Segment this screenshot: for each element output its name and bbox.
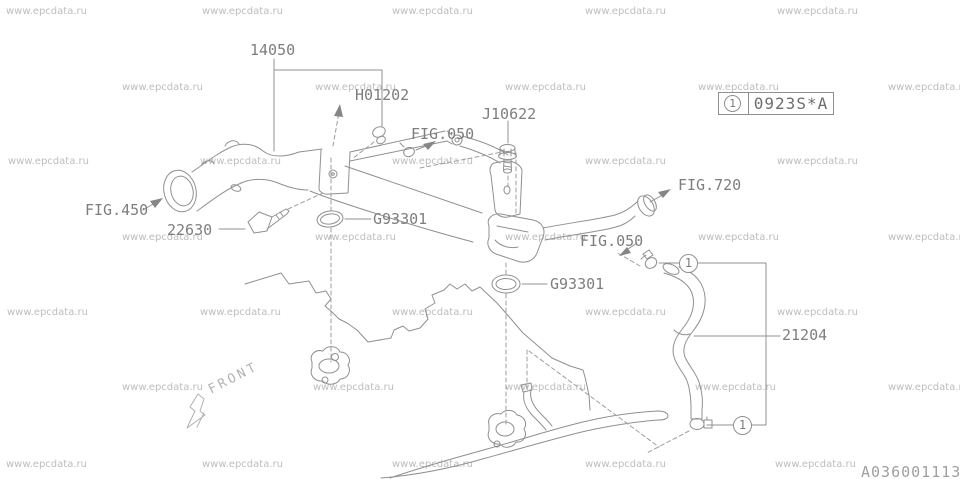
front-arrow — [186, 393, 206, 429]
ref-label-fig050-top: FIG.050 — [411, 125, 475, 143]
part-label-21204: 21204 — [782, 326, 828, 344]
watermark: www.epcdata.ru — [505, 232, 586, 243]
watermark: www.epcdata.ru — [122, 382, 203, 393]
watermark: www.epcdata.ru — [313, 382, 394, 393]
watermark: www.epcdata.ru — [698, 232, 779, 243]
watermark: www.epcdata.ru — [505, 82, 586, 93]
water-pipe-drawing — [163, 130, 657, 263]
watermark: www.epcdata.ru — [392, 156, 473, 167]
dashed-lines — [287, 111, 690, 454]
watermark: www.epcdata.ru — [6, 459, 87, 470]
watermark: www.epcdata.ru — [698, 82, 779, 93]
watermark: www.epcdata.ru — [585, 459, 666, 470]
ref-label-fig720: FIG.720 — [678, 176, 742, 194]
legend-ref-cell: 1 — [719, 93, 749, 114]
part-label-g93301-upper: G93301 — [373, 210, 428, 228]
watermark: www.epcdata.ru — [888, 232, 960, 243]
water-hose-drawing — [640, 249, 781, 430]
oring-upper-drawing — [316, 210, 372, 228]
part-label-g93301-lower: G93301 — [550, 275, 605, 293]
watermark: www.epcdata.ru — [122, 232, 203, 243]
oring-lower-drawing — [491, 274, 548, 294]
watermark: www.epcdata.ru — [888, 382, 960, 393]
watermark: www.epcdata.ru — [775, 459, 856, 470]
lower-hose-drawing — [380, 410, 669, 479]
watermark: www.epcdata.ru — [7, 307, 88, 318]
legend-ref-circle: 1 — [724, 95, 741, 112]
legend-box: 1 0923S*A — [718, 92, 834, 115]
watermark: www.epcdata.ru — [392, 307, 473, 318]
watermark: www.epcdata.ru — [202, 6, 283, 17]
watermark: www.epcdata.ru — [585, 6, 666, 17]
watermark: www.epcdata.ru — [777, 6, 858, 17]
flange-left-drawing — [310, 346, 350, 385]
watermark: www.epcdata.ru — [8, 156, 89, 167]
watermark: www.epcdata.ru — [315, 232, 396, 243]
watermark: www.epcdata.ru — [585, 156, 666, 167]
watermark: www.epcdata.ru — [200, 307, 281, 318]
watermark: www.epcdata.ru — [315, 82, 396, 93]
part-label-h01202: H01202 — [355, 86, 410, 104]
engine-outline — [244, 272, 591, 411]
thermo-unit-drawing — [218, 208, 290, 234]
clip-h01202-drawing — [372, 126, 386, 145]
callout-marker-top: 1 — [679, 254, 698, 273]
watermark: www.epcdata.ru — [695, 382, 776, 393]
part-label-14050: 14050 — [250, 41, 296, 59]
watermark: www.epcdata.ru — [200, 156, 281, 167]
legend-part-code: 0923S*A — [753, 94, 829, 113]
ref-label-fig450: FIG.450 — [85, 201, 149, 219]
bolt-j10622-drawing — [498, 120, 517, 174]
watermark: www.epcdata.ru — [777, 307, 858, 318]
watermark: www.epcdata.ru — [392, 6, 473, 17]
watermark: www.epcdata.ru — [585, 307, 666, 318]
callout-marker-bottom: 1 — [733, 416, 752, 435]
watermark: www.epcdata.ru — [6, 6, 87, 17]
leader-14050 — [273, 58, 383, 152]
ref-label-fig050-mid: FIG.050 — [580, 232, 644, 250]
diagram-code: A036001113 — [861, 463, 960, 479]
arrow-heads — [150, 104, 671, 256]
part-label-22630: 22630 — [167, 221, 213, 239]
watermark: www.epcdata.ru — [122, 82, 203, 93]
watermark: www.epcdata.ru — [202, 459, 283, 470]
part-label-j10622: J10622 — [482, 105, 537, 123]
watermark: www.epcdata.ru — [888, 82, 960, 93]
flange-center-drawing — [487, 382, 553, 448]
watermark: www.epcdata.ru — [505, 382, 586, 393]
watermark: www.epcdata.ru — [777, 156, 858, 167]
